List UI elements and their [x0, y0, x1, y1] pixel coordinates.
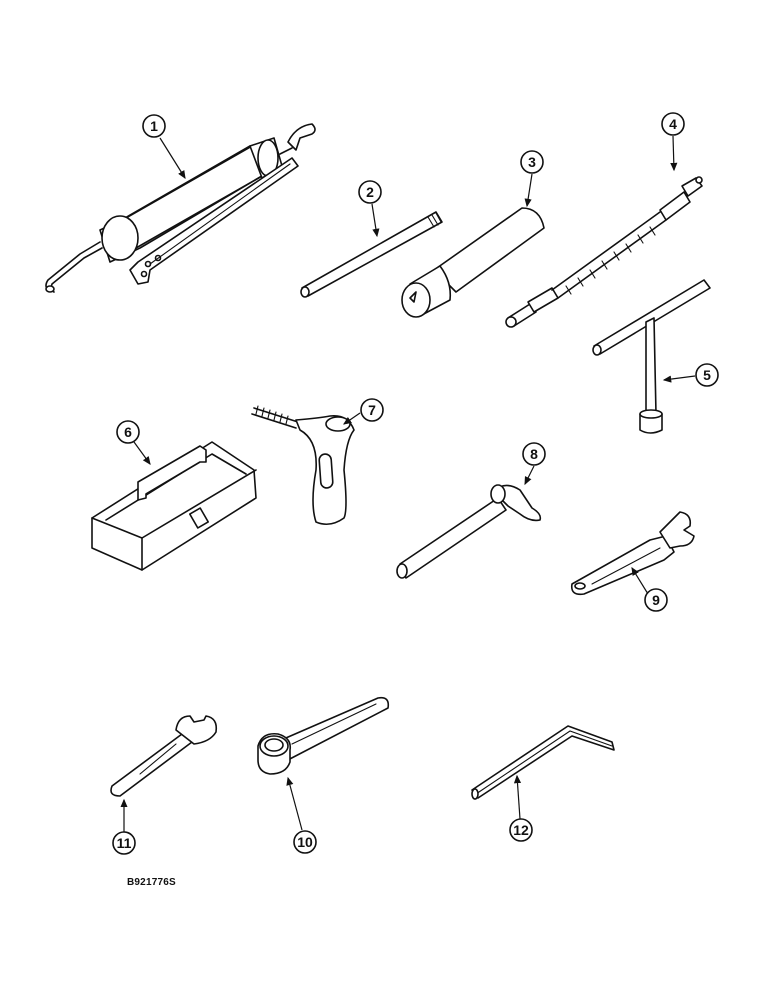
svg-text:3: 3: [528, 154, 536, 170]
callout-11: 11: [112, 798, 136, 855]
hex-key-drawing: [471, 725, 615, 800]
flexible-hose-drawing: [505, 176, 703, 328]
callout-6: 6: [116, 420, 151, 465]
callout-1: 1: [142, 114, 186, 180]
callout-7: 7: [343, 398, 384, 425]
svg-text:10: 10: [297, 834, 313, 850]
callout-5: 5: [662, 363, 719, 387]
toolbox-drawing: [91, 441, 257, 571]
oil-can-drawing: [251, 405, 355, 526]
adjustable-wrench-drawing: [570, 511, 695, 596]
svg-text:2: 2: [366, 184, 374, 200]
grease-cartridge-drawing: [401, 207, 545, 318]
figure-code: B921776S: [127, 877, 176, 888]
svg-text:1: 1: [150, 118, 158, 134]
callout-10: 10: [286, 776, 317, 854]
box-end-wrench-drawing: [257, 696, 390, 775]
callout-4: 4: [661, 112, 685, 172]
callout-12: 12: [509, 774, 533, 842]
svg-text:11: 11: [117, 835, 132, 851]
svg-text:12: 12: [513, 822, 529, 838]
grease-gun-drawing: [45, 123, 316, 293]
hammer-drawing: [396, 484, 542, 579]
svg-text:7: 7: [368, 402, 376, 418]
callout-9: 9: [631, 566, 668, 612]
svg-text:6: 6: [124, 424, 132, 440]
svg-text:5: 5: [703, 367, 711, 383]
svg-text:8: 8: [530, 446, 538, 462]
t-handle-drawing: [592, 279, 711, 434]
extension-rod-drawing: [300, 211, 443, 298]
svg-text:9: 9: [652, 592, 660, 608]
callout-8: 8: [522, 442, 546, 486]
callout-2: 2: [358, 180, 382, 238]
callout-3: 3: [520, 150, 544, 208]
svg-text:4: 4: [669, 116, 677, 132]
open-end-wrench-drawing: [110, 715, 218, 797]
